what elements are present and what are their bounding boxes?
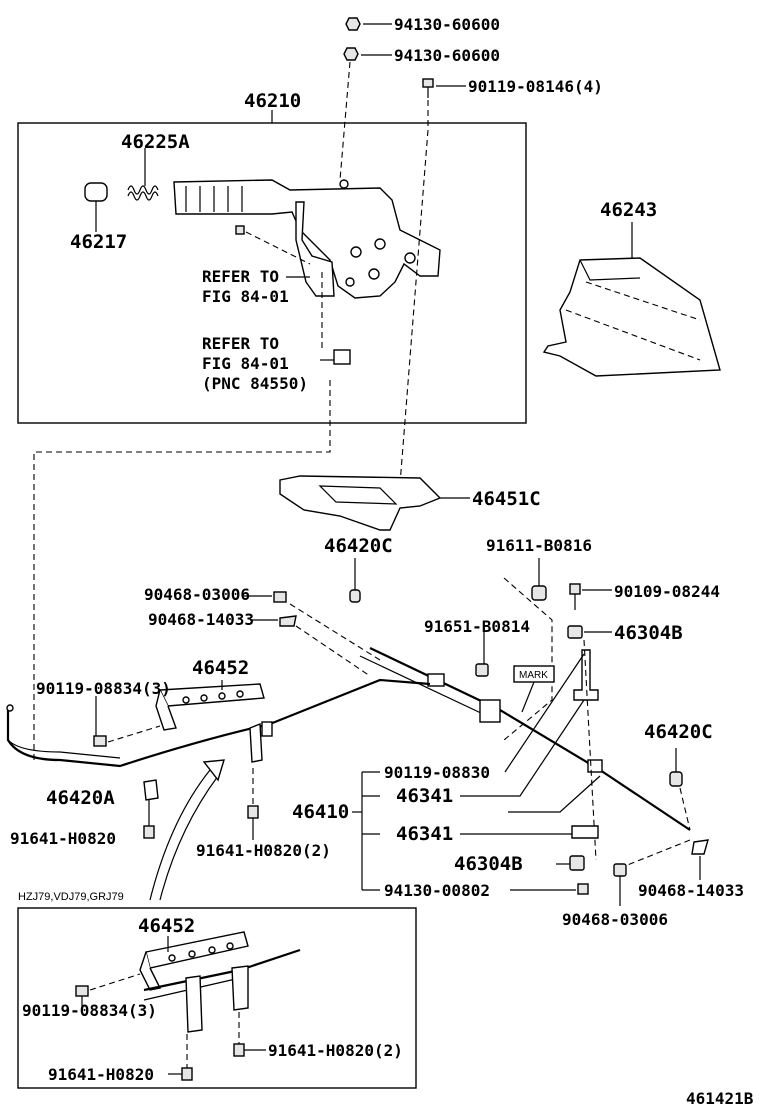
inset-cable — [143, 948, 301, 1033]
clip-46420C-right — [669, 748, 683, 787]
spring-46225A — [127, 185, 159, 201]
bolt-90119-08834 — [93, 696, 161, 747]
clip-90468-14033-bottom — [691, 839, 709, 880]
label-refer1-line1: REFER TO — [202, 267, 279, 286]
floor-plate-46451C — [279, 475, 470, 531]
label-model-note: HZJ79,VDJ79,GRJ79 — [18, 891, 124, 903]
equalizer-cable — [359, 647, 691, 831]
label-mark: MARK — [519, 670, 548, 681]
switch-84550 — [286, 272, 351, 365]
label-refer2-line1: REFER TO — [202, 334, 279, 353]
nut-top-2 — [343, 47, 392, 61]
clip-90468-03006-bottom — [613, 863, 627, 906]
inset-bracket-46452 — [139, 931, 249, 991]
label-90468-14033-top: 90468-14033 — [148, 610, 254, 629]
label-46341-b: 46341 — [396, 823, 453, 845]
label-90109-08244: 90109-08244 — [614, 582, 720, 601]
label-90468-03006-top: 90468-03006 — [144, 585, 250, 604]
lever-boot-46243 — [542, 222, 721, 377]
label-46304B-bottom: 46304B — [454, 853, 523, 875]
bolt-91651 — [475, 628, 489, 677]
inset-clamp-91641 — [168, 1034, 193, 1081]
label-94130-00802: 94130-00802 — [384, 881, 490, 900]
label-refer2-line2: FIG 84-01 — [202, 354, 289, 373]
label-46420A: 46420A — [46, 787, 115, 809]
label-90468-14033-bottom: 90468-14033 — [638, 881, 744, 900]
label-46420C-top: 46420C — [324, 535, 393, 557]
label-refer2-line3: (PNC 84550) — [202, 374, 308, 393]
label-46225A: 46225A — [121, 131, 190, 153]
inset-clamp-91641-2 — [233, 1012, 266, 1057]
label-90119-08834: 90119-08834(3) — [36, 679, 171, 698]
knob-46217 — [84, 182, 108, 202]
label-94130-60600-b: 94130-60600 — [394, 46, 500, 65]
label-46420C-right: 46420C — [644, 721, 713, 743]
label-46217: 46217 — [70, 231, 127, 253]
lever-bracket — [295, 201, 335, 297]
clip-46420C-top — [349, 558, 361, 603]
clamp-91641-center — [247, 768, 259, 840]
clip-90468-03006-top — [244, 591, 287, 603]
label-90119-08830: 90119-08830 — [384, 763, 490, 782]
nut-94130-00802 — [577, 883, 589, 895]
bolt-91611 — [531, 558, 547, 601]
bracket-46341-bottom — [571, 825, 599, 839]
label-46341-a: 46341 — [396, 785, 453, 807]
nut-top-1 — [345, 17, 392, 31]
mark-tag — [513, 665, 555, 713]
variant-inset-frame — [17, 907, 417, 1089]
label-90119-08146: 90119-08146(4) — [468, 77, 603, 96]
arrow-to-variant — [149, 759, 225, 901]
label-91641-H0820-2: 91641-H0820(2) — [196, 841, 331, 860]
label-46243: 46243 — [600, 199, 657, 221]
label-inset-90119-08834: 90119-08834(3) — [22, 1001, 157, 1020]
screw-lever — [235, 225, 311, 265]
label-46410: 46410 — [292, 801, 349, 823]
bracket-46452 — [155, 680, 265, 731]
nut-46304B-bottom — [556, 855, 585, 871]
inset-bolt-90119 — [75, 973, 141, 1010]
label-46210: 46210 — [244, 90, 301, 112]
label-inset-91641-H0820: 91641-H0820 — [48, 1065, 154, 1084]
bolt-top-90119 — [422, 78, 466, 98]
label-91651-B0814: 91651-B0814 — [424, 617, 530, 636]
bolt-90109 — [569, 583, 612, 610]
clamp-91641-left — [143, 779, 159, 839]
label-46452: 46452 — [192, 657, 249, 679]
label-46451C: 46451C — [472, 488, 541, 510]
callout-tree-46410 — [352, 653, 601, 891]
label-refer1-line2: FIG 84-01 — [202, 287, 289, 306]
label-inset-46452: 46452 — [138, 915, 195, 937]
label-91611-B0816: 91611-B0816 — [486, 536, 592, 555]
cable-bracket-left — [249, 721, 273, 763]
nut-46304B-top — [567, 625, 612, 639]
clip-90468-14033-top — [250, 615, 297, 627]
label-91641-H0820-left: 91641-H0820 — [10, 829, 116, 848]
label-90468-03006-bottom: 90468-03006 — [562, 910, 668, 929]
label-46304B-top: 46304B — [614, 622, 683, 644]
label-figure-id: 461421B — [686, 1089, 754, 1108]
label-94130-60600-a: 94130-60600 — [394, 15, 500, 34]
parking-brake-lever — [173, 179, 441, 299]
label-inset-91641-H0820-2: 91641-H0820(2) — [268, 1041, 403, 1060]
